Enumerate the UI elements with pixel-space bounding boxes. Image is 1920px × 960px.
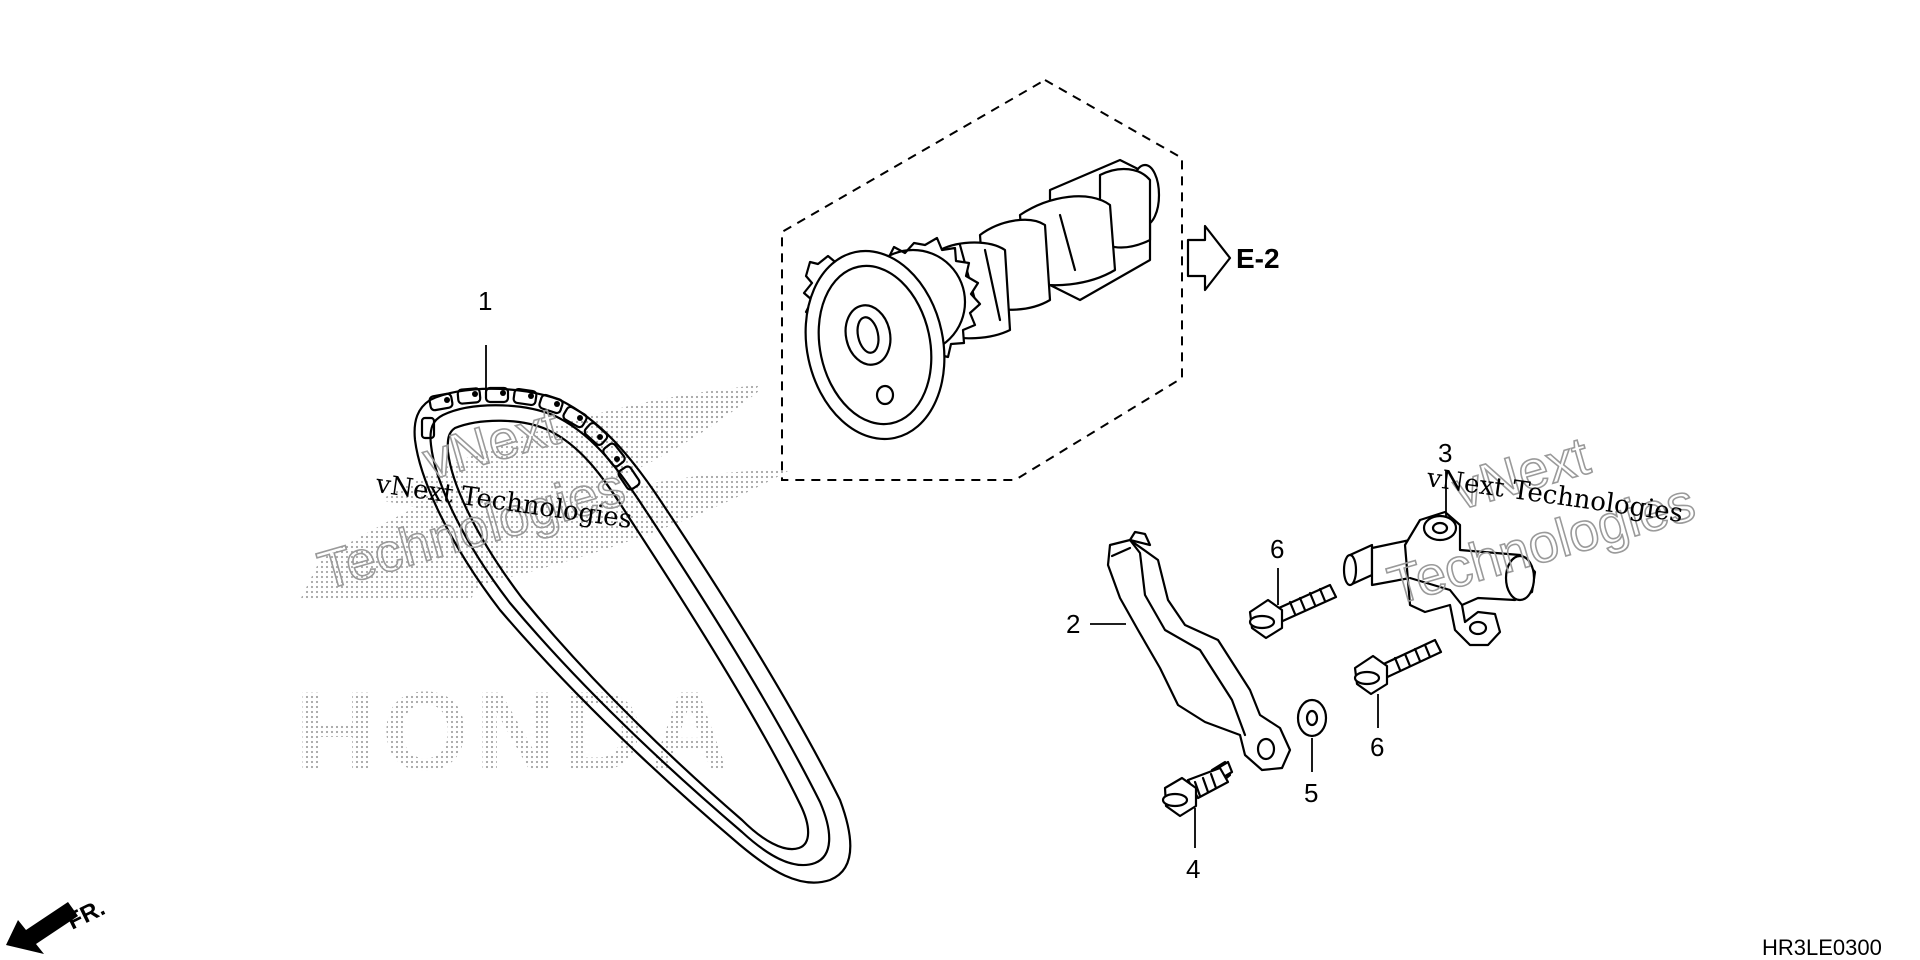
diagram-code: HR3LE0300: [1762, 935, 1882, 960]
bolt-part-6-upper: [1248, 583, 1338, 640]
honda-brand-watermark: HONDA: [295, 669, 736, 794]
honda-wing-watermark: HONDA: [295, 385, 790, 794]
callout-3: 3: [1438, 438, 1452, 468]
tensioner-lifter: [1342, 510, 1537, 647]
leader-lines: [485, 345, 1447, 848]
washer-part-5: [1296, 698, 1328, 738]
front-direction-label: FR.: [63, 894, 110, 935]
reference-e2-label: E-2: [1236, 243, 1280, 274]
front-direction-arrow-icon: [6, 902, 78, 954]
callout-6-upper: 6: [1270, 534, 1284, 564]
tensioner-arm: [1106, 530, 1292, 772]
callout-2: 2: [1066, 609, 1080, 639]
callout-6-lower: 6: [1370, 732, 1384, 762]
callout-5: 5: [1304, 778, 1318, 808]
cam-chain: [413, 386, 852, 884]
camshaft-assembly: [781, 78, 1183, 481]
bolt-part-6-lower: [1353, 638, 1443, 696]
callout-4: 4: [1186, 854, 1200, 884]
bolt-part-4: [1161, 760, 1234, 818]
callout-1: 1: [478, 286, 492, 316]
reference-arrow-icon: [1186, 224, 1232, 292]
